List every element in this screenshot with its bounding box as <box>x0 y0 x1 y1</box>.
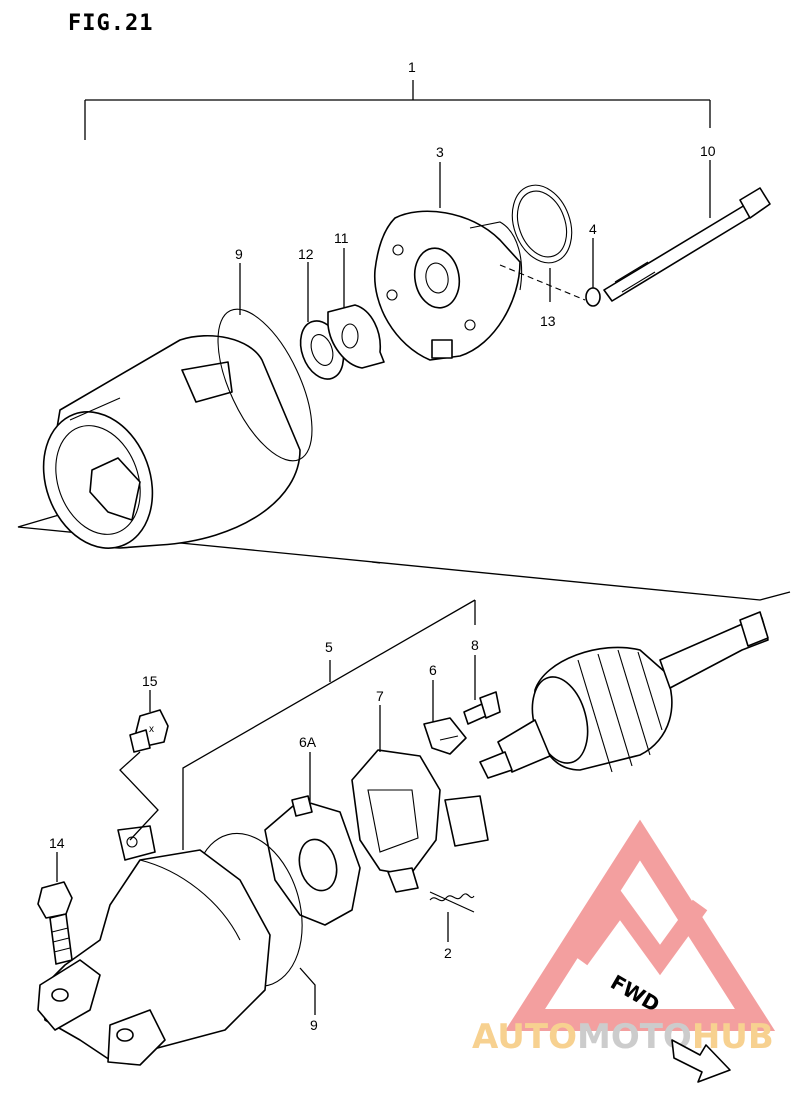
leader-lines <box>56 160 711 1015</box>
group-bracket-1 <box>84 80 711 140</box>
part-spring-2 <box>429 891 475 913</box>
part-o-ring-top <box>217 308 313 462</box>
callout-9-top: 9 <box>235 246 243 262</box>
callout-7: 7 <box>376 688 384 704</box>
callout-6a: 6A <box>299 734 317 750</box>
callout-11: 11 <box>334 230 349 246</box>
callout-4: 4 <box>589 221 597 237</box>
part-brush-holder-7 <box>351 749 489 893</box>
part-armature <box>479 611 769 779</box>
callout-9-bottom: 9 <box>310 1017 318 1033</box>
bolt-15-leader <box>119 751 159 841</box>
watermark-logo: AUTOMOTOHUB <box>472 819 776 1057</box>
callout-2: 2 <box>444 945 452 961</box>
callout-6: 6 <box>429 662 437 678</box>
svg-text:x: x <box>149 724 154 735</box>
part-bolt-14 <box>37 881 73 965</box>
part-shim-11 <box>327 304 385 369</box>
callout-10: 10 <box>700 143 716 159</box>
svg-text:AUTOMOTOHUB: AUTOMOTOHUB <box>472 1017 774 1057</box>
part-drive-end-housing <box>37 825 271 1066</box>
callout-14: 14 <box>49 835 65 851</box>
part-through-bolt-10 <box>603 187 771 302</box>
watermark-text-auto: AUTO <box>472 1017 577 1057</box>
callout-15: 15 <box>142 673 158 689</box>
callout-13: 13 <box>540 313 556 329</box>
part-yoke-housing <box>42 334 301 549</box>
part-end-cover-3 <box>374 210 523 361</box>
part-brush-6 <box>423 717 467 755</box>
part-small-bolt-15: x <box>129 709 169 753</box>
group-bracket-5-8 <box>182 599 476 850</box>
callout-5: 5 <box>325 639 333 655</box>
part-small-ring-4 <box>585 287 601 307</box>
callout-12: 12 <box>298 246 314 262</box>
part-brush-plate-6a <box>264 795 361 926</box>
callout-numbers: 1 3 10 4 13 9 12 11 5 8 6 7 15 6A 14 2 9 <box>49 59 716 1033</box>
part-o-ring-13 <box>511 184 573 264</box>
figure-title: FIG.21 <box>68 11 153 36</box>
part-screw-8 <box>463 691 501 725</box>
callout-8: 8 <box>471 637 479 653</box>
alignment-dash-line <box>499 264 586 301</box>
callout-3: 3 <box>436 144 444 160</box>
callout-1: 1 <box>408 59 416 75</box>
